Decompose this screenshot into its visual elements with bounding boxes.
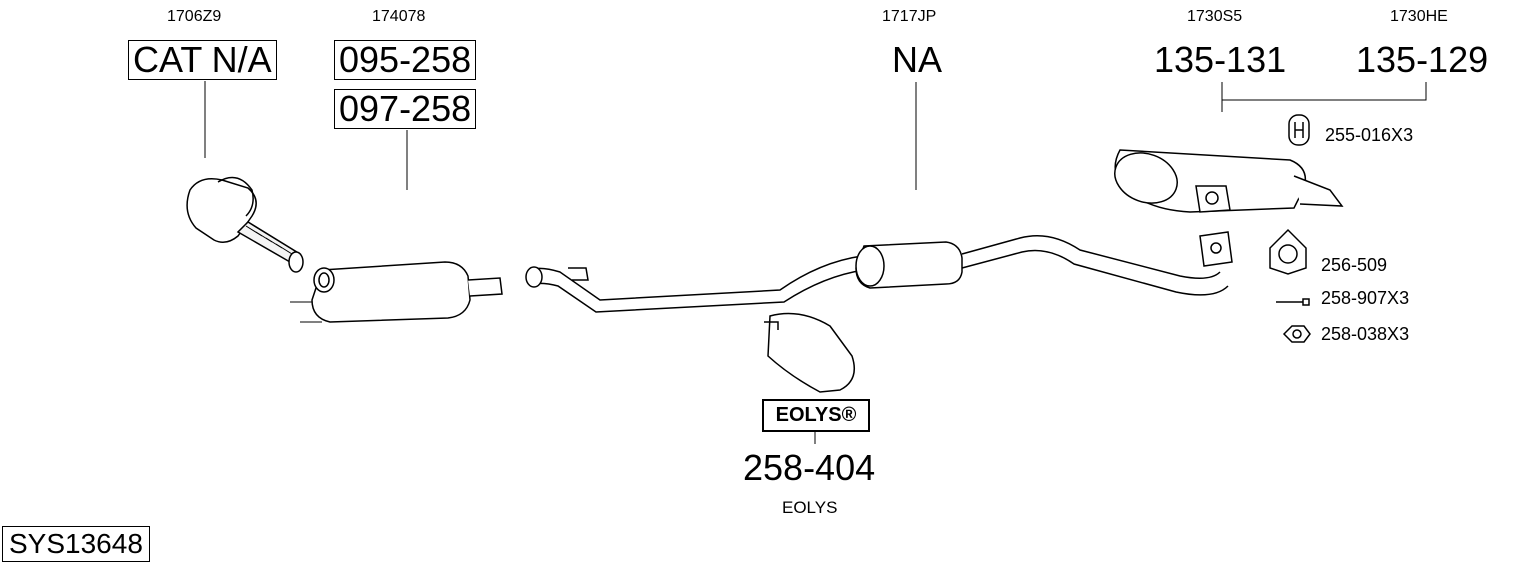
accessory-gasket: 256-509 (1321, 255, 1388, 275)
part-number-middle: NA (892, 39, 943, 80)
rear-pipe (961, 235, 1229, 296)
middle-silencer-part (855, 241, 963, 289)
part-number-dpf-1: 095-258 (334, 40, 477, 80)
eolys-badge: EOLYS® (762, 399, 870, 432)
eolys-tank-part (764, 312, 855, 393)
ref-dpf: 174078 (372, 8, 426, 25)
accessory-rubber-hanger: 255-016X3 (1325, 125, 1414, 145)
ref-rear-b: 1730HE (1390, 8, 1448, 25)
catalyst-part (186, 176, 304, 273)
accessory-bolt: 258-907X3 (1321, 288, 1410, 308)
eolys-caption: EOLYS (782, 498, 838, 517)
nut-icon (1282, 325, 1311, 343)
ref-rear-a: 1730S5 (1187, 8, 1243, 25)
rubber-hanger-icon (1288, 114, 1310, 146)
rear-silencer-part (1114, 149, 1344, 267)
part-number-catalyst: CAT N/A (128, 40, 277, 80)
ref-middle: 1717JP (882, 8, 937, 25)
part-number-rear-b: 135-129 (1356, 39, 1489, 80)
dpf-part (290, 261, 503, 323)
bolt-icon (1276, 298, 1310, 306)
leader-line-rear (1221, 82, 1427, 101)
part-number-dpf-2: 097-258 (334, 89, 477, 129)
gasket-icon (1269, 228, 1307, 275)
accessory-nut: 258-038X3 (1321, 324, 1410, 344)
system-id: SYS13648 (2, 526, 150, 562)
part-number-rear-a: 135-131 (1154, 39, 1287, 80)
part-number-eolys-tank: 258-404 (743, 447, 876, 488)
middle-pipe (525, 255, 865, 313)
ref-catalyst: 1706Z9 (167, 8, 222, 25)
